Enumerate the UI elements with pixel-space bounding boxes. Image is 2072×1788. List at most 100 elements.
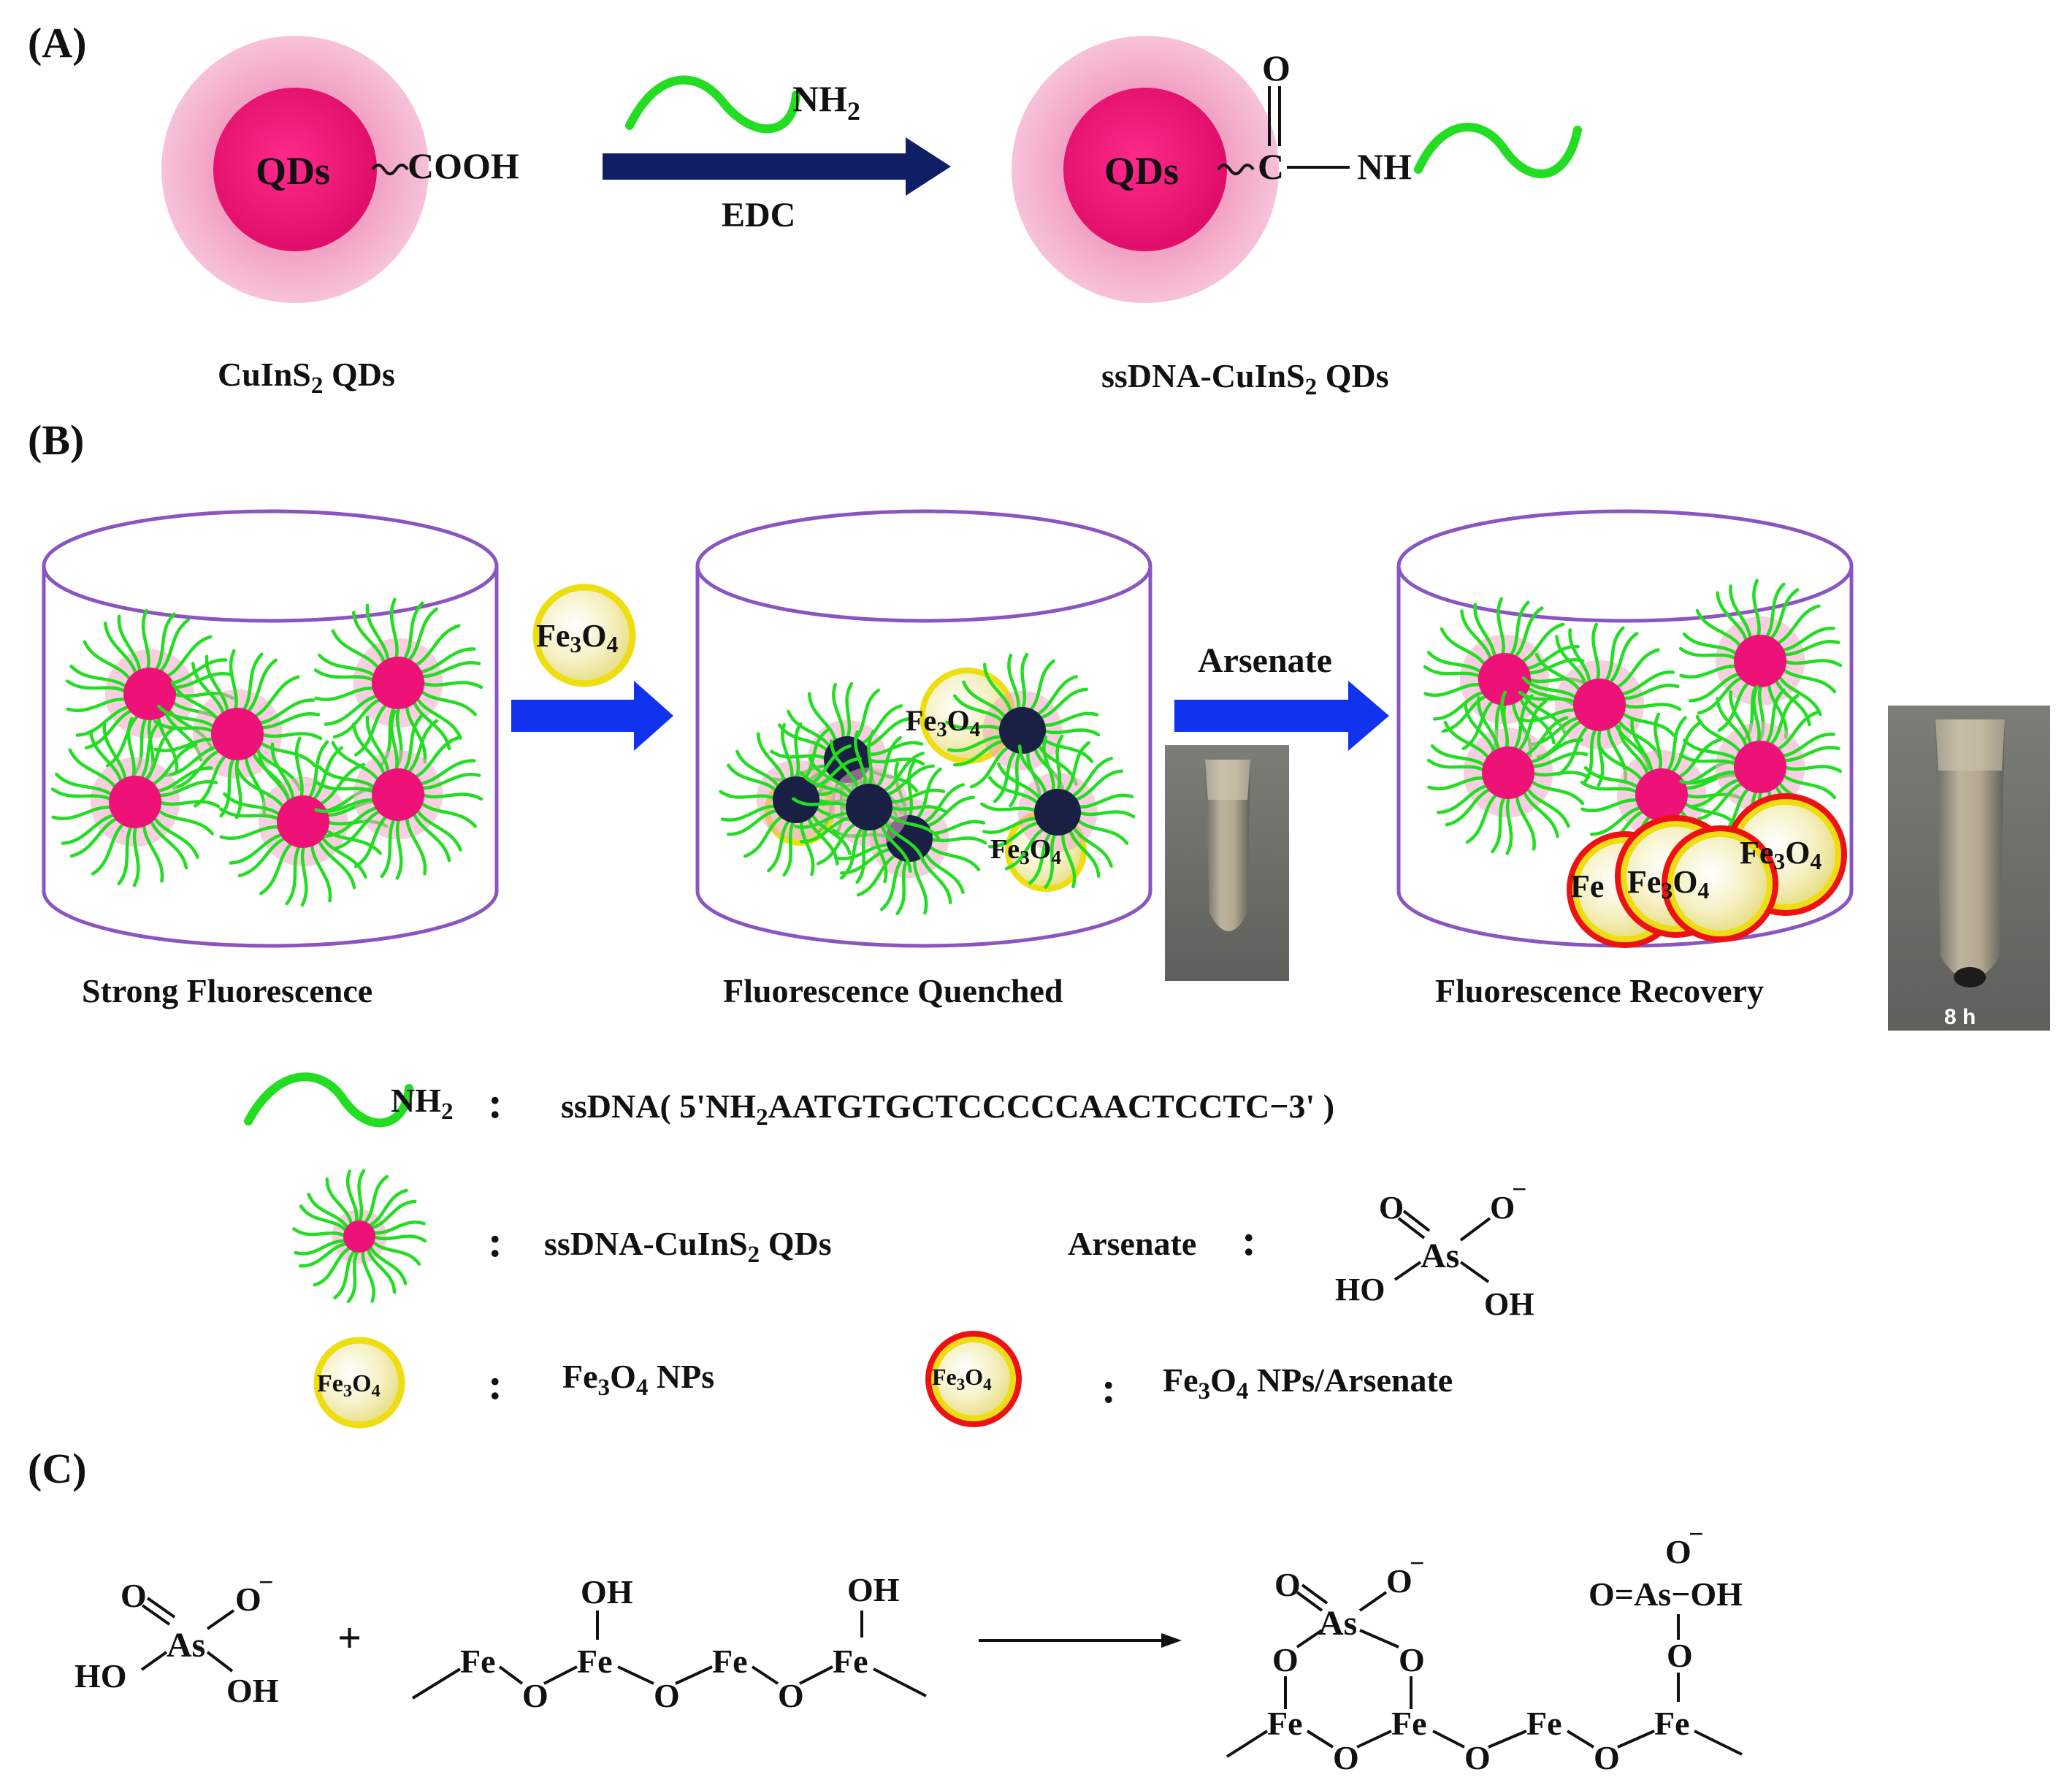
panel-b-label: (B): [28, 416, 84, 464]
dna-strand: [292, 1227, 347, 1238]
dna-strand: [859, 704, 903, 746]
dna-strand: [313, 780, 377, 795]
qd-core: [1034, 789, 1081, 836]
dna-strand: [365, 715, 390, 775]
dna-strand: [1076, 793, 1134, 809]
qd-core: [1734, 741, 1786, 793]
dna-strand: [1071, 824, 1113, 868]
amide-c: C: [1258, 146, 1284, 187]
dna-strand: [881, 752, 925, 793]
dna-strand: [1529, 752, 1589, 768]
dna-strand: [1512, 694, 1534, 752]
dna-strand: [415, 807, 462, 852]
dna-strand: [420, 792, 483, 801]
dna-strand: [1529, 779, 1585, 806]
dna-strand: [65, 679, 129, 694]
dna-strand: [853, 688, 880, 742]
dna-strand: [258, 712, 321, 730]
dna-strand: [141, 608, 150, 672]
dna-strand: [325, 1177, 353, 1226]
dna-strand: [318, 763, 366, 806]
dna-strand: [1597, 742, 1644, 783]
dna-strand: [351, 611, 386, 665]
qd-left-linker: [371, 164, 409, 175]
dna-strand: [1775, 604, 1821, 646]
qd-core: [1573, 679, 1626, 731]
dna-strand: [982, 817, 1039, 834]
dna-strand: [68, 748, 118, 790]
dna-strand: [395, 817, 403, 880]
dna-strand: [1630, 718, 1654, 775]
dna-strand: [1436, 784, 1490, 814]
dna-strand: [879, 822, 912, 873]
dna-strand: [83, 640, 132, 682]
legend-ssdna-strand: [244, 1072, 413, 1128]
dna-strand: [1620, 711, 1676, 738]
dna-strand: [808, 744, 852, 786]
dna-strand: [406, 719, 439, 775]
dna-strand: [1678, 752, 1739, 767]
dna-strand: [406, 607, 439, 663]
dna-strand: [1515, 792, 1536, 851]
dna-strand: [980, 802, 1039, 813]
dna-strand: [928, 836, 987, 845]
svg-text:OH: OH: [1484, 1286, 1534, 1322]
legend-fe3o4-nps-label: Fe3O4 NPs: [562, 1358, 714, 1401]
dna-strand: [1580, 798, 1640, 813]
dna-strand: [324, 806, 380, 838]
dna-strand: [1042, 735, 1055, 794]
dna-strand: [105, 713, 141, 768]
dna-strand: [997, 762, 1042, 802]
dna-strand: [1513, 606, 1544, 660]
dna-strand: [1028, 830, 1053, 885]
svg-text:OH: OH: [847, 1571, 900, 1608]
dna-strand: [418, 801, 477, 828]
dna-strand: [258, 740, 316, 768]
dna-strand: [88, 730, 123, 784]
svg-text:Fe: Fe: [712, 1643, 748, 1680]
panel-b: (B) Fe3O4 Fe3O4 Fe3O4 Arsenate: [28, 416, 2050, 1031]
dna-strand: [1465, 792, 1499, 844]
dna-strand: [1496, 597, 1505, 657]
dna-strand: [351, 722, 386, 777]
dna-strand: [1423, 683, 1483, 698]
dna-strand: [799, 816, 853, 844]
reaction-plus: +: [337, 1614, 362, 1662]
dna-strand: [1505, 795, 1513, 855]
dna-strand: [969, 745, 1012, 789]
dna-strand: [866, 757, 925, 766]
panel-c: (C) O As O − HO OH + Fe O Fe OH: [28, 1445, 1743, 1776]
dna-strand: [854, 730, 867, 789]
arrow1-fe3o4-particle: [532, 584, 636, 687]
dna-strand: [1597, 727, 1605, 787]
dna-strand: [1582, 726, 1598, 786]
dna-strand: [132, 824, 140, 887]
dna-strand: [1040, 736, 1094, 763]
dna-strand: [310, 841, 332, 903]
dna-strand: [1555, 635, 1588, 687]
beaker-quenched-content: [719, 652, 1136, 916]
dna-strand: [845, 681, 854, 741]
dna-strand: [839, 825, 865, 880]
dna-strand: [799, 771, 852, 801]
dna-strand: [726, 809, 780, 836]
dna-strand: [204, 654, 229, 714]
caption-ssdna-cuins2-qds: ssDNA-CuInS2 QDs: [1101, 357, 1389, 400]
dna-strand: [389, 709, 399, 773]
dna-strand: [1764, 688, 1786, 746]
dna-strand: [952, 694, 1005, 724]
dna-strand: [913, 857, 928, 915]
legend-colon-1: :: [488, 1079, 502, 1127]
conjugated-ssdna-strand: [1414, 123, 1582, 179]
dna-strand: [154, 766, 213, 793]
dna-strand: [1017, 744, 1048, 797]
dna-strand: [1432, 690, 1486, 721]
svg-text:OH: OH: [581, 1573, 633, 1611]
svg-text:O: O: [1399, 1641, 1425, 1678]
dna-strand: [766, 818, 792, 873]
dna-strand: [331, 741, 381, 783]
dna-strand: [299, 1204, 348, 1233]
dna-strand: [887, 788, 946, 803]
dna-strand: [1518, 708, 1578, 723]
dna-strand: [126, 717, 136, 780]
